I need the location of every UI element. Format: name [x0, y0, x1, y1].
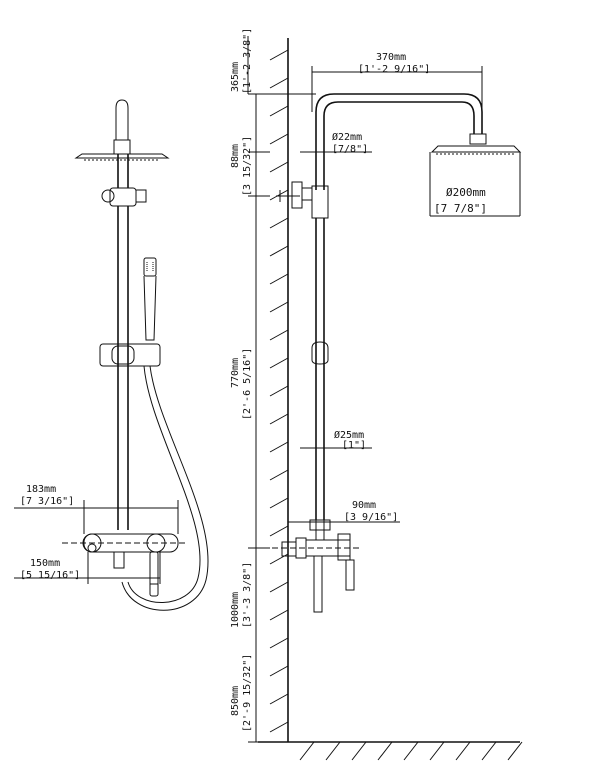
wall-hatch-mark [269, 105, 289, 117]
side-hose-outlet [313, 555, 323, 613]
valve-width-mm: 183mm [26, 484, 56, 495]
valve-height-mm: 1000mm [230, 592, 241, 628]
arm-dia-in: [7/8"] [332, 144, 368, 155]
wall-hatch-mark [269, 357, 289, 369]
side-upper-bracket [291, 181, 303, 209]
head-dia-mm: Ø200mm [446, 186, 486, 199]
wall-hatch-mark [269, 637, 289, 649]
arm-dia-mm: Ø22mm [332, 131, 362, 143]
wall-hatch-mark [269, 133, 289, 145]
front-hose-outlet [113, 551, 125, 569]
wall-hatch-mark [269, 329, 289, 341]
wall-hatch-mark [269, 609, 289, 621]
wall-hatch [269, 49, 289, 733]
wall-hatch-mark [269, 189, 289, 201]
floor-hatch-mark [299, 741, 315, 761]
side-head-connector [469, 133, 487, 145]
wall-hatch-mark [269, 581, 289, 593]
head-dia-in: [7 7/8"] [434, 202, 487, 215]
valve-depth-mm: 90mm [352, 500, 376, 511]
front-arm-connector [113, 139, 131, 155]
wall-hatch-mark [269, 49, 289, 61]
top-height-in: [1'-2 3/8"] [242, 28, 253, 94]
front-mixer-lever [149, 551, 159, 597]
side-diverter [311, 185, 329, 219]
floor-hatch-mark [429, 741, 445, 761]
side-shower-head [430, 145, 522, 153]
side-slide-holder [311, 341, 329, 365]
head-width-in: [1'-2 9/16"] [358, 64, 430, 75]
wall-hatch-mark [269, 665, 289, 677]
floor-hatch-mark [507, 741, 523, 761]
floor-hatch-mark [377, 741, 393, 761]
floor-hatch-mark [325, 741, 341, 761]
front-hand-shower-head [143, 257, 157, 277]
floor-hatch-mark [481, 741, 497, 761]
riser-dia-mm: Ø25mm [334, 429, 364, 441]
arm-drop-mm: 88mm [230, 144, 241, 168]
floor-hatch [299, 741, 523, 761]
valve-depth-in: [3 9/16"] [344, 512, 398, 523]
floor-height-mm: 850mm [230, 686, 241, 716]
valve-height-in: [3'-3 3/8"] [242, 562, 253, 628]
valve-width-in: [7 3/16"] [20, 496, 74, 507]
front-shower-head [74, 153, 170, 159]
wall-hatch-mark [269, 217, 289, 229]
centers-mm: 150mm [30, 558, 60, 569]
wall-hatch-mark [269, 245, 289, 257]
riser-len-mm: 770mm [230, 358, 241, 388]
wall-hatch-mark [269, 161, 289, 173]
side-shower-arm [315, 93, 483, 190]
front-shower-arm [115, 99, 129, 140]
wall-hatch-mark [269, 77, 289, 89]
wall-hatch-mark [269, 413, 289, 425]
centers-in: [5 15/16"] [20, 570, 80, 581]
wall-hatch-mark [269, 469, 289, 481]
wall-hatch-mark [269, 273, 289, 285]
head-width-mm: 370mm [376, 52, 406, 63]
front-diverter-knob [101, 189, 115, 203]
front-outlet [87, 543, 97, 553]
vertical-labels: 365mm [1'-2 3/8"] 88mm [3 15/32"] 770mm … [230, 28, 253, 732]
top-height-mm: 365mm [230, 62, 241, 92]
wall-hatch-mark [269, 721, 289, 733]
floor-hatch-mark [455, 741, 471, 761]
front-diverter-lever [135, 189, 147, 203]
floor-hatch-mark [403, 741, 419, 761]
side-mixer-lever [345, 559, 355, 591]
front-view: 183mm [7 3/16"] 150mm [5 15/16"] [14, 99, 209, 611]
front-hand-shower-handle [143, 275, 157, 341]
front-slide-holder [99, 343, 161, 367]
wall-hatch-mark [269, 301, 289, 313]
side-lower-bracket [281, 541, 297, 557]
side-view: 370mm [1'-2 9/16"] Ø22mm [7/8"] Ø200mm [… [230, 28, 523, 761]
wall-hatch-mark [269, 497, 289, 509]
floor-hatch-mark [351, 741, 367, 761]
wall-hatch-mark [269, 693, 289, 705]
wall-hatch-mark [269, 385, 289, 397]
wall-hatch-mark [269, 441, 289, 453]
front-hose [121, 365, 209, 611]
riser-len-in: [2'-6 5/16"] [242, 348, 253, 420]
wall-hatch-mark [269, 525, 289, 537]
arm-drop-in: [3 15/32"] [242, 136, 253, 196]
floor-height-in: [2'-9 15/32"] [242, 654, 253, 732]
riser-dia-in: [1"] [342, 440, 366, 451]
